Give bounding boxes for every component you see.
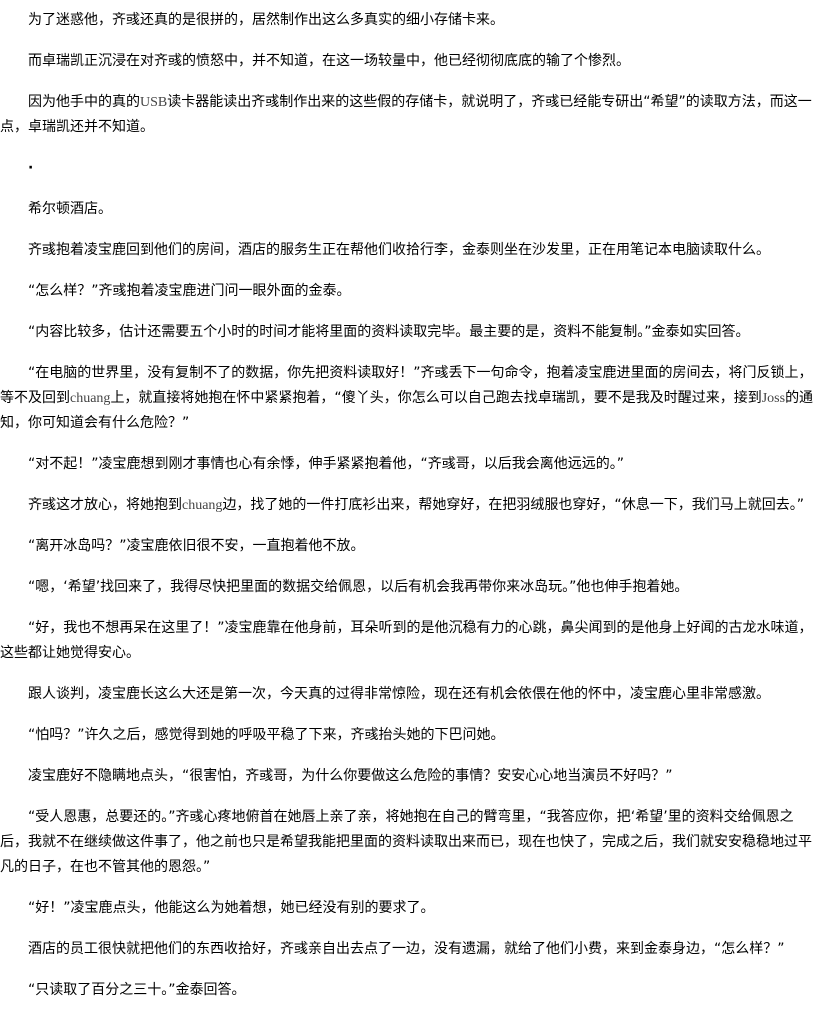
paragraph-text: “只读取了百分之三十。”金泰回答。 <box>28 982 246 998</box>
paragraph-text: “在电脑的世界里，没有复制不了的数据，你先把资料读取好！”齐彧丢下一句命令，抱着… <box>0 365 813 406</box>
paragraph: 希尔顿酒店。 <box>0 197 820 222</box>
paragraph-text: “好，我也不想再呆在这里了！”凌宝鹿靠在他身前，耳朵听到的是他沉稳有力的心跳，鼻… <box>0 620 813 661</box>
paragraph-text: 为了迷惑他，齐彧还真的是很拼的，居然制作出这么多真实的细小存储卡来。 <box>28 12 504 28</box>
paragraph-text: 酒店的员工很快就把他们的东西收拾好，齐彧亲自出去点了一边，没有遗漏，就给了他们小… <box>28 941 785 957</box>
paragraph: “在电脑的世界里，没有复制不了的数据，你先把资料读取好！”齐彧丢下一句命令，抱着… <box>0 361 820 436</box>
paragraph-text: “好！”凌宝鹿点头，他能这么为她着想，她已经没有别的要求了。 <box>28 900 435 916</box>
paragraph: 齐彧抱着凌宝鹿回到他们的房间，酒店的服务生正在帮他们收拾行李，金泰则坐在沙发里，… <box>0 238 820 263</box>
paragraph-text: 的通知，你可知道会有什么危险？” <box>0 390 814 431</box>
paragraph: 齐彧这才放心，将她抱到chuang边，找了她的一件打底衫出来，帮她穿好，在把羽绒… <box>0 493 820 518</box>
paragraph-text: Joss <box>761 391 786 406</box>
paragraph-text: 凌宝鹿好不隐瞒地点头，“很害怕，齐彧哥，为什么你要做这么危险的事情？安安心心地当… <box>28 768 673 784</box>
paragraph-text: “内容比较多，估计还需要五个小时的时间才能将里面的资料读取完毕。最主要的是，资料… <box>28 324 750 340</box>
paragraph-text: “离开冰岛吗？”凌宝鹿依旧很不安，一直抱着他不放。 <box>28 538 365 554</box>
paragraph-text: “怕吗？”许久之后，感觉得到她的呼吸平稳了下来，齐彧抬头她的下巴问她。 <box>28 727 505 743</box>
paragraph: “受人恩惠，总要还的。”齐彧心疼地俯首在她唇上亲了亲，将她抱在自己的臂弯里，“我… <box>0 805 820 880</box>
paragraph: 凌宝鹿好不隐瞒地点头，“很害怕，齐彧哥，为什么你要做这么危险的事情？安安心心地当… <box>0 764 820 789</box>
paragraph: 为了迷惑他，齐彧还真的是很拼的，居然制作出这么多真实的细小存储卡来。 <box>0 8 820 33</box>
paragraph-text: “受人恩惠，总要还的。”齐彧心疼地俯首在她唇上亲了亲，将她抱在自己的臂弯里，“我… <box>0 809 812 875</box>
paragraph-text: chuang <box>70 391 111 406</box>
paragraph-text: 因为他手中的真的 <box>28 94 140 110</box>
paragraph-text: 读卡器能读出齐彧制作出来的这些假的存储卡，就说明了，齐彧已经能专研出“希望”的读… <box>0 94 812 135</box>
paragraph-text: USB <box>140 95 168 110</box>
paragraph: “好！”凌宝鹿点头，他能这么为她着想，她已经没有别的要求了。 <box>0 896 820 921</box>
paragraph-text: 上，就直接将她抱在怀中紧紧抱着，“傻丫头，你怎么可以自己跑去找卓瑞凯，要不是我及… <box>110 390 762 406</box>
paragraph: 酒店的员工很快就把他们的东西收拾好，齐彧亲自出去点了一边，没有遗漏，就给了他们小… <box>0 937 820 962</box>
paragraph: “只读取了百分之三十。”金泰回答。 <box>0 978 820 1003</box>
paragraph-text: 而卓瑞凯正沉浸在对齐彧的愤怒中，并不知道，在这一场较量中，他已经彻彻底底的输了个… <box>28 53 630 69</box>
paragraph: “对不起！”凌宝鹿想到刚才事情也心有余悸，伸手紧紧抱着他，“齐彧哥，以后我会离他… <box>0 452 820 477</box>
paragraph-text: 希尔顿酒店。 <box>28 201 112 217</box>
paragraph-text: “嗯，‘希望’找回来了，我得尽快把里面的数据交给佩恩，以后有机会我再带你来冰岛玩… <box>28 579 689 595</box>
paragraph: 因为他手中的真的USB读卡器能读出齐彧制作出来的这些假的存储卡，就说明了，齐彧已… <box>0 90 820 140</box>
paragraph-text: 齐彧这才放心，将她抱到 <box>28 497 182 513</box>
paragraph: “内容比较多，估计还需要五个小时的时间才能将里面的资料读取完毕。最主要的是，资料… <box>0 320 820 345</box>
paragraph: 跟人谈判，凌宝鹿长这么大还是第一次，今天真的过得非常惊险，现在还有机会依偎在他的… <box>0 682 820 707</box>
paragraph-text: “怎么样？”齐彧抱着凌宝鹿进门问一眼外面的金泰。 <box>28 283 351 299</box>
paragraph-text: 跟人谈判，凌宝鹿长这么大还是第一次，今天真的过得非常惊险，现在还有机会依偎在他的… <box>28 686 770 702</box>
paragraph: · <box>0 156 820 181</box>
paragraph: “嗯，‘希望’找回来了，我得尽快把里面的数据交给佩恩，以后有机会我再带你来冰岛玩… <box>0 575 820 600</box>
paragraph-text: chuang <box>182 498 223 513</box>
paragraph-text: 边，找了她的一件打底衫出来，帮她穿好，在把羽绒服也穿好，“休息一下，我们马上就回… <box>222 497 804 513</box>
article-body: 为了迷惑他，齐彧还真的是很拼的，居然制作出这么多真实的细小存储卡来。而卓瑞凯正沉… <box>0 8 820 1003</box>
paragraph-text: “对不起！”凌宝鹿想到刚才事情也心有余悸，伸手紧紧抱着他，“齐彧哥，以后我会离他… <box>28 456 625 472</box>
section-separator: · <box>28 160 34 176</box>
paragraph: “离开冰岛吗？”凌宝鹿依旧很不安，一直抱着他不放。 <box>0 534 820 559</box>
paragraph: “怕吗？”许久之后，感觉得到她的呼吸平稳了下来，齐彧抬头她的下巴问她。 <box>0 723 820 748</box>
paragraph: “好，我也不想再呆在这里了！”凌宝鹿靠在他身前，耳朵听到的是他沉稳有力的心跳，鼻… <box>0 616 820 666</box>
paragraph: 而卓瑞凯正沉浸在对齐彧的愤怒中，并不知道，在这一场较量中，他已经彻彻底底的输了个… <box>0 49 820 74</box>
paragraph-text: 齐彧抱着凌宝鹿回到他们的房间，酒店的服务生正在帮他们收拾行李，金泰则坐在沙发里，… <box>28 242 770 258</box>
paragraph: “怎么样？”齐彧抱着凌宝鹿进门问一眼外面的金泰。 <box>0 279 820 304</box>
